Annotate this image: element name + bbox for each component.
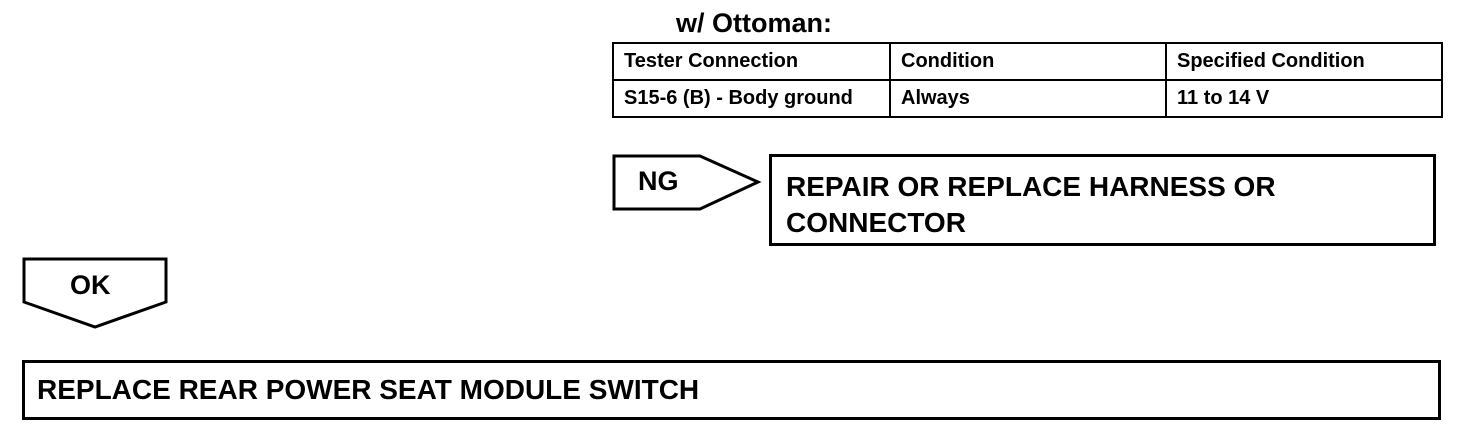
header-tester-connection: Tester Connection [612,42,891,81]
header-specified-condition: Specified Condition [1165,42,1443,81]
cell-condition: Always [889,79,1167,118]
ng-action-box: REPAIR OR REPLACE HARNESS OR CONNECTOR [769,154,1436,246]
down-arrow-icon [22,257,168,329]
right-arrow-icon [612,154,762,211]
spec-table: Tester Connection Condition Specified Co… [612,42,1443,118]
ok-arrow-tag: OK [22,257,168,329]
ok-label: OK [70,270,111,300]
table-header-row: Tester Connection Condition Specified Co… [612,42,1443,81]
ok-action-box: REPLACE REAR POWER SEAT MODULE SWITCH [22,360,1441,420]
section-title: w/ Ottoman: [676,8,832,38]
ng-action-line-2: CONNECTOR [786,207,966,238]
cell-specified-condition: 11 to 14 V [1165,79,1443,118]
cell-tester-connection: S15-6 (B) - Body ground [612,79,891,118]
table-row: S15-6 (B) - Body ground Always 11 to 14 … [612,79,1443,118]
header-condition: Condition [889,42,1167,81]
ng-action-line-1: REPAIR OR REPLACE HARNESS OR [786,171,1276,202]
ng-label: NG [638,166,679,196]
ng-arrow-tag: NG [612,154,762,212]
